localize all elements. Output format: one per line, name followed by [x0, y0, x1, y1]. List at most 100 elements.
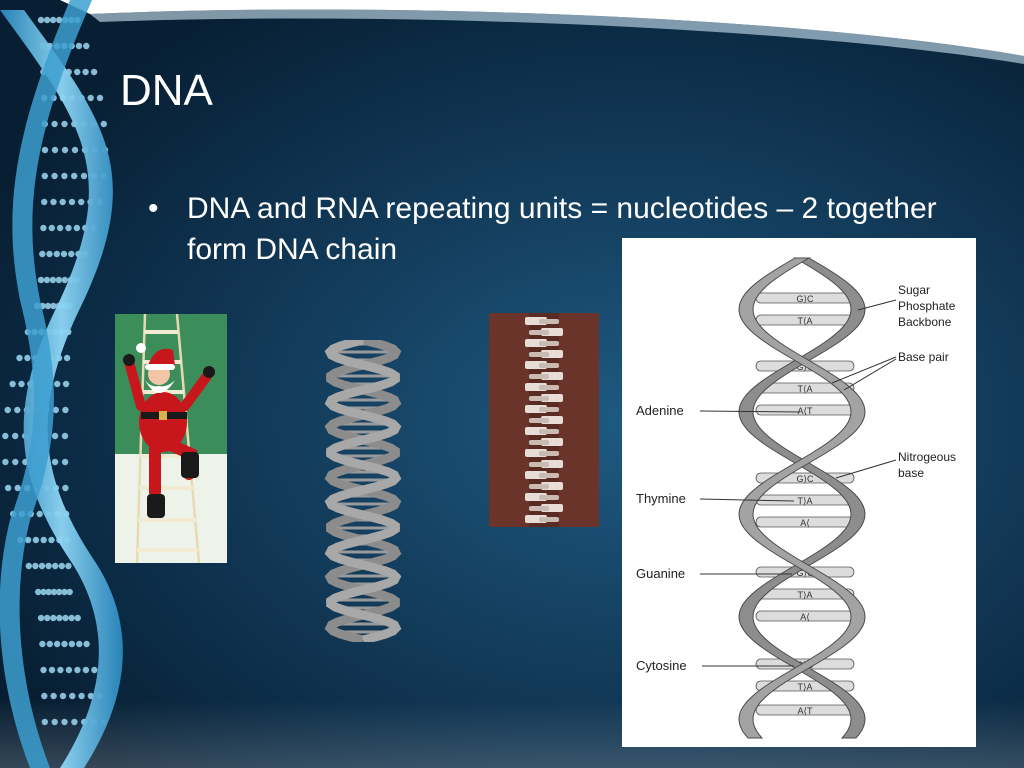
- helix-dot: [75, 42, 83, 50]
- helix-dot: [74, 68, 81, 76]
- helix-dot: [61, 458, 69, 466]
- helix-dot: [36, 510, 43, 518]
- helix-dot: [96, 94, 104, 102]
- helix-dot: [16, 354, 23, 362]
- helix-dot: [62, 614, 69, 622]
- helix-dot: [61, 640, 68, 648]
- base-pair-letters: G⟩C: [796, 294, 814, 304]
- helix-dot: [43, 276, 51, 284]
- zipper-tooth-shadow: [539, 451, 559, 456]
- helix-dot: [41, 172, 48, 180]
- helix-dot: [61, 432, 69, 440]
- helix-dot: [69, 692, 76, 700]
- helix-dot: [55, 276, 63, 284]
- helix-dot: [78, 198, 85, 206]
- label-cytosine: Cytosine: [636, 658, 687, 673]
- helix-dot: [52, 562, 59, 570]
- label-phosphate: Phosphate: [898, 299, 956, 313]
- helix-dot: [39, 250, 46, 258]
- helix-dot: [35, 588, 42, 596]
- helix-dot: [53, 250, 60, 258]
- zipper-tooth-shadow: [529, 352, 549, 357]
- zipper-tooth-shadow: [529, 396, 549, 401]
- helix-dot: [48, 536, 55, 544]
- helix-dot: [68, 640, 76, 648]
- helix-dot: [50, 302, 57, 310]
- bullet-marker: •: [148, 192, 159, 225]
- helix-dot: [38, 562, 46, 570]
- base-pair-letters: A⟨T: [797, 406, 813, 416]
- label-nitrogeous: Nitrogeous: [898, 450, 956, 464]
- helix-dot: [100, 120, 108, 128]
- helix-dot: [51, 432, 59, 440]
- label-backbone: Backbone: [898, 315, 952, 329]
- helix-dot: [9, 380, 16, 388]
- base-pair-letters: T⟩A: [797, 496, 812, 506]
- helix-dot: [78, 692, 85, 700]
- label-thymine: Thymine: [636, 491, 686, 506]
- zipper-tooth-shadow: [539, 495, 559, 500]
- zipper-tooth-shadow: [529, 418, 549, 423]
- helix-dot: [66, 588, 73, 596]
- helix-dot: [61, 718, 68, 726]
- helix-dot: [57, 666, 64, 674]
- helix-dot: [50, 198, 57, 206]
- helix-dot: [73, 224, 81, 232]
- base-pair-letters: A⟨: [800, 612, 810, 622]
- zipper-tooth-shadow: [529, 484, 549, 489]
- helix-dot: [56, 16, 63, 24]
- helix-dot: [50, 614, 57, 622]
- label-guanine: Guanine: [636, 566, 685, 581]
- helix-dot: [74, 614, 81, 622]
- helix-dot: [65, 562, 72, 570]
- helix-dot: [63, 354, 71, 362]
- helix-dot: [62, 380, 70, 388]
- helix-dot: [50, 588, 58, 596]
- helix-dot: [90, 68, 98, 76]
- helix-dot: [2, 458, 9, 466]
- helix-dot: [24, 354, 31, 362]
- base-pair-letters: T⟨A: [797, 384, 812, 394]
- helix-dot: [48, 224, 55, 232]
- helix-dot: [32, 536, 40, 544]
- zipper-tooth-shadow: [539, 319, 559, 324]
- helix-dot: [59, 692, 67, 700]
- helix-dot: [52, 406, 59, 414]
- helix-dot: [12, 432, 19, 440]
- helix-dot: [49, 16, 57, 24]
- helix-dot: [62, 406, 69, 414]
- helix-dot: [44, 614, 51, 622]
- helix-dot: [2, 432, 9, 440]
- zipper-tooth-shadow: [529, 330, 549, 335]
- helix-dot: [65, 224, 72, 232]
- helix-dot: [76, 640, 83, 648]
- helix-cartoon-image: [324, 340, 402, 642]
- helix-dot: [68, 198, 76, 206]
- zipper-tooth-shadow: [539, 341, 559, 346]
- helix-dot: [48, 666, 56, 674]
- helix-dot: [24, 536, 32, 544]
- base-pair-letters: G⟩C: [796, 568, 814, 578]
- helix-dot: [51, 718, 58, 726]
- helix-dot: [40, 588, 47, 596]
- helix-dot: [12, 458, 19, 466]
- helix-dot: [59, 198, 66, 206]
- zipper-tooth-shadow: [529, 462, 549, 467]
- zipper-tooth-shadow: [539, 473, 559, 478]
- base-pair-letters: T⟩A: [797, 590, 812, 600]
- helix-dot: [58, 562, 65, 570]
- helix-dot: [87, 94, 94, 102]
- helix-dot: [61, 120, 68, 128]
- helix-dot: [45, 588, 52, 596]
- zipper-tooth-shadow: [529, 374, 549, 379]
- zipper-tooth-shadow: [529, 506, 549, 511]
- base-pair-letters: T⟩A: [797, 682, 812, 692]
- helix-dot: [25, 562, 32, 570]
- base-pair-letters: T⟨A: [797, 316, 812, 326]
- helix-dot: [51, 458, 59, 466]
- helix-dot: [51, 146, 59, 154]
- helix-dot: [49, 276, 57, 284]
- helix-dot: [82, 68, 89, 76]
- helix-dot: [56, 588, 63, 596]
